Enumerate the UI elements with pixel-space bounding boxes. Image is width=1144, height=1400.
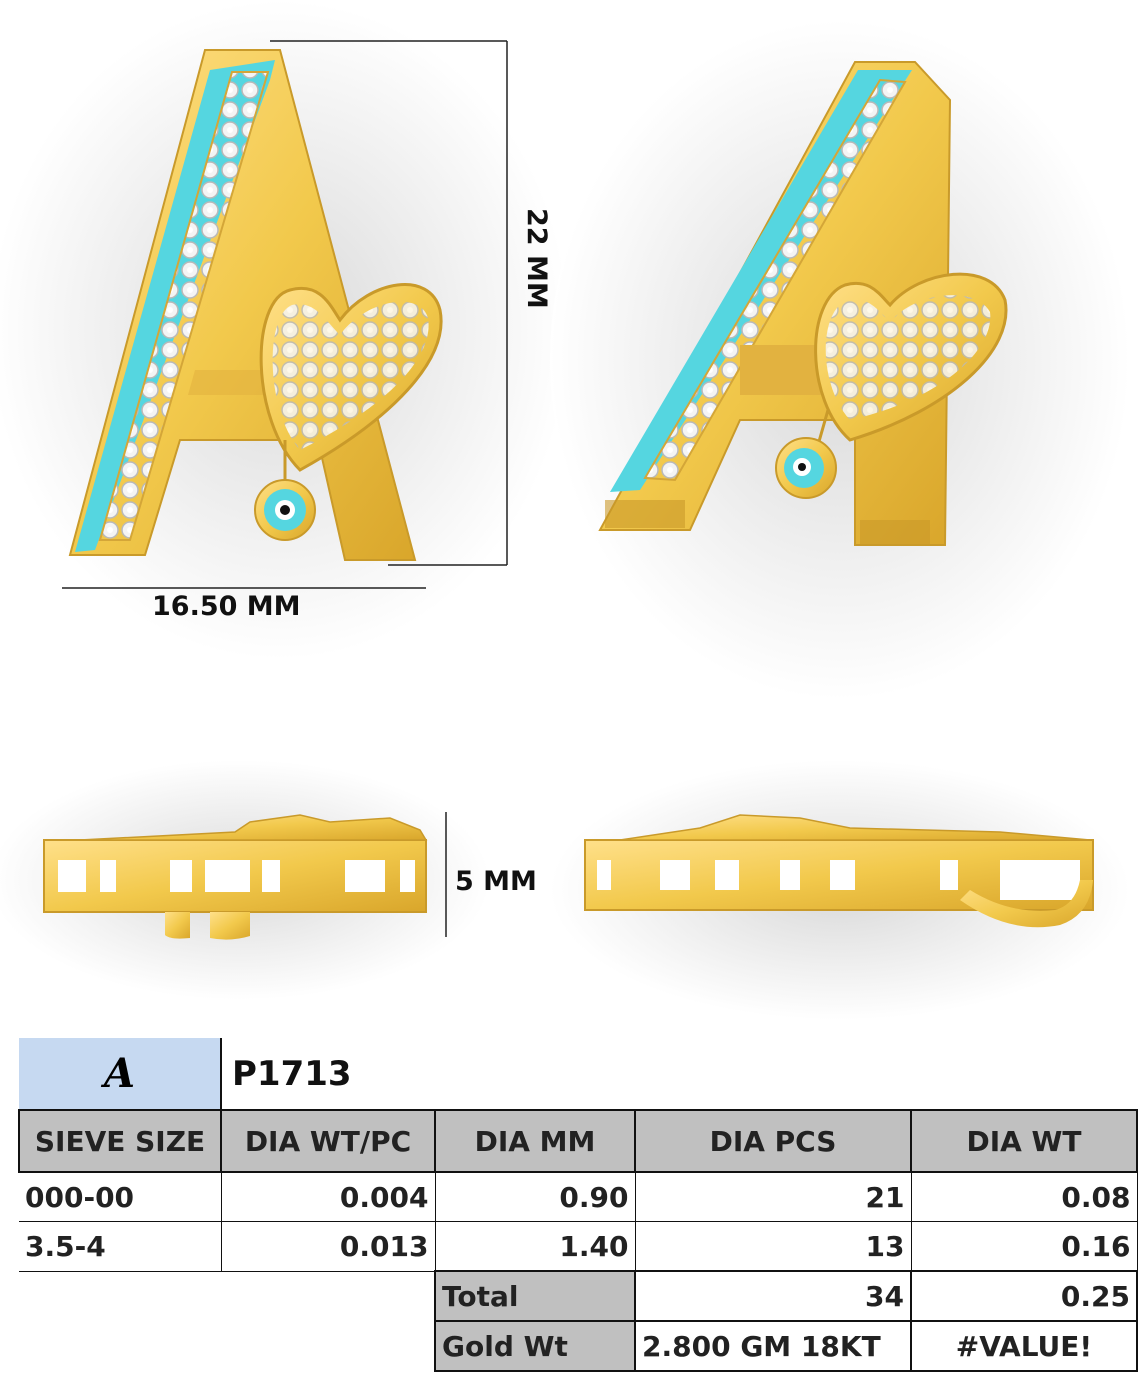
diamond-row bbox=[643, 78, 907, 482]
column-header: DIA WT/PC bbox=[220, 1109, 436, 1173]
table-cell: 13 bbox=[635, 1221, 912, 1271]
table-cell: 1.40 bbox=[435, 1221, 636, 1271]
table-header-row: SIEVE SIZE DIA WT/PC DIA MM DIA PCS DIA … bbox=[18, 1109, 1138, 1173]
table-cell: 0.013 bbox=[221, 1221, 436, 1271]
table-cell: 0.16 bbox=[911, 1221, 1138, 1271]
product-code: P1713 bbox=[220, 1038, 1137, 1111]
initial-cell: A bbox=[19, 1038, 221, 1111]
total-label: Total bbox=[434, 1270, 636, 1322]
total-wt: 0.25 bbox=[910, 1270, 1138, 1322]
depth-dimension-label: 5 MM bbox=[455, 866, 537, 897]
total-row: Total 34 0.25 bbox=[19, 1270, 1138, 1322]
perspective-view-pendant bbox=[598, 61, 1008, 546]
table-cell: 0.004 bbox=[221, 1172, 436, 1222]
table-row: 000-00 0.004 0.90 21 0.08 bbox=[19, 1172, 1138, 1222]
table-cell: 21 bbox=[635, 1172, 912, 1222]
spec-sheet: A P1713 SIEVE SIZE DIA WT/PC DIA MM DIA … bbox=[18, 1038, 1138, 1382]
column-header: DIA PCS bbox=[634, 1109, 912, 1173]
height-dimension-label: 22 MM bbox=[521, 208, 552, 309]
width-dimension-label: 16.50 MM bbox=[152, 591, 301, 622]
table-cell: 000-00 bbox=[19, 1172, 222, 1222]
table-cell: 0.90 bbox=[435, 1172, 636, 1222]
total-pcs: 34 bbox=[634, 1270, 912, 1322]
gold-wt: #VALUE! bbox=[910, 1320, 1138, 1372]
diamond-row bbox=[98, 71, 270, 541]
gold-row: Gold Wt 2.800 GM 18KT #VALUE! bbox=[19, 1320, 1138, 1372]
initial-logo: A bbox=[103, 1050, 136, 1097]
diamond-spec-table: A P1713 SIEVE SIZE DIA WT/PC DIA MM DIA … bbox=[18, 1038, 1138, 1372]
side-view-front bbox=[43, 814, 428, 940]
front-view-pendant bbox=[68, 49, 443, 561]
product-renders bbox=[0, 0, 1130, 1020]
table-row: 3.5-4 0.013 1.40 13 0.16 bbox=[19, 1221, 1138, 1271]
column-header: DIA MM bbox=[434, 1109, 636, 1173]
table-cell: 0.08 bbox=[911, 1172, 1138, 1222]
column-header: SIEVE SIZE bbox=[18, 1109, 222, 1173]
column-header: DIA WT bbox=[910, 1109, 1138, 1173]
table-cell: 3.5-4 bbox=[19, 1221, 222, 1271]
side-view-back bbox=[584, 814, 1094, 928]
gold-label: Gold Wt bbox=[434, 1320, 636, 1372]
gold-value: 2.800 GM 18KT bbox=[634, 1320, 912, 1372]
